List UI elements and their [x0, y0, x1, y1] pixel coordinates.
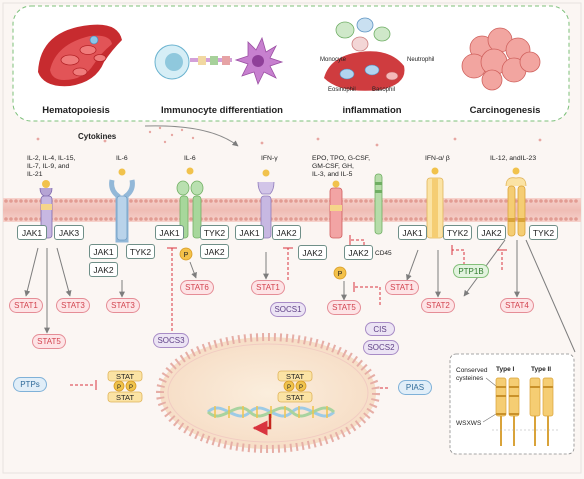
- cytokines-label: Cytokines: [78, 132, 117, 141]
- ptps-regulator: PTPs: [13, 377, 47, 392]
- neutrophil-label: Neutrophil: [407, 57, 434, 63]
- hematopoiesis-illustration: [38, 24, 122, 87]
- stat1-il2: STAT1: [9, 298, 43, 313]
- receptor-il6-a: [109, 168, 135, 243]
- stat1-ifng: STAT1: [251, 280, 285, 295]
- cytokine-dots: [36, 126, 542, 147]
- inflammation-illustration: Monocyte Neutrophil Eosinophil Basophil: [320, 17, 434, 93]
- jak2-il12: JAK2: [477, 225, 506, 240]
- stat-dimer-cytoplasm: STAT STAT P P: [107, 370, 143, 403]
- jak1-il6a: JAK1: [89, 244, 118, 259]
- receptor-label-il6-b: IL-6: [184, 155, 196, 162]
- svg-text:P: P: [184, 252, 189, 259]
- tyk2-il12: TYK2: [529, 225, 558, 240]
- receptor-label-il2-family: IL-2, IL-4, IL-15, IL-7, IL-9, and IL-21: [27, 155, 75, 178]
- receptor-label-ifn-gamma: IFN-γ: [261, 155, 278, 162]
- eosinophil-label: Eosinophil: [328, 87, 356, 93]
- process-carcinogenesis: Carcinogenesis: [470, 105, 541, 116]
- cell-membrane: [3, 198, 581, 222]
- receptor-il12-il23: [505, 167, 527, 237]
- svg-text:IL-3, and IL-5: IL-3, and IL-5: [312, 171, 353, 178]
- receptor-label-epo-family: EPO, TPO, G-CSF, GM-CSF, GH, IL-3, and I…: [312, 155, 370, 178]
- tyk2-il6a: TYK2: [126, 244, 155, 259]
- stat5-epo: STAT5: [327, 300, 361, 315]
- receptor-label-il6-a: IL-6: [116, 155, 128, 162]
- jak2-il6b: JAK2: [200, 244, 229, 259]
- monocyte-label: Monocyte: [320, 57, 347, 63]
- stat2-ifnab: STAT2: [421, 298, 455, 313]
- process-inflammation: inflammation: [342, 105, 401, 116]
- phospho-site-epo: P: [333, 266, 347, 280]
- tyk2-ifnab: TYK2: [443, 225, 472, 240]
- jak1-ifnab: JAK1: [398, 225, 427, 240]
- inset-motif-label: WSXWS: [456, 420, 482, 427]
- svg-text:EPO, TPO, G-CSF,: EPO, TPO, G-CSF,: [312, 155, 370, 162]
- inset-conserved-label: Conserved: [456, 367, 488, 374]
- svg-text:STAT: STAT: [286, 372, 304, 381]
- carcinogenesis-illustration: [461, 27, 541, 91]
- process-hematopoiesis: Hematopoiesis: [42, 105, 110, 116]
- pias-regulator: PIAS: [398, 380, 432, 395]
- stat-dimer-nucleus: STAT STAT P P: [277, 370, 313, 403]
- dna-helix: [206, 406, 336, 436]
- ptp1b-regulator: PTP1B: [453, 264, 489, 278]
- svg-text:IL-21: IL-21: [27, 171, 43, 178]
- phospho-site-il6: P: [179, 247, 193, 261]
- socs3-regulator: SOCS3: [153, 333, 189, 348]
- jak2-il6a: JAK2: [89, 262, 118, 277]
- stat3-il2: STAT3: [56, 298, 90, 313]
- jak1-il2: JAK1: [17, 225, 47, 240]
- process-immunocyte-differentiation: Immunocyte differentiation: [161, 105, 283, 116]
- inset-type2-label: Type II: [531, 366, 551, 373]
- jak3-il2: JAK3: [54, 225, 84, 240]
- svg-text:GM-CSF, GH,: GM-CSF, GH,: [312, 163, 354, 170]
- stat3-il6: STAT3: [106, 298, 140, 313]
- inset-type1-label: Type I: [496, 366, 514, 373]
- cd45-label: CD45: [375, 250, 392, 257]
- stat5-il2: STAT5: [32, 334, 66, 349]
- cis-regulator: CIS: [365, 322, 395, 336]
- nucleus: [156, 333, 380, 453]
- jak2-epo-b: JAK2: [344, 245, 373, 260]
- receptor-label-il12-il23: IL-12, andIL-23: [490, 155, 536, 162]
- immunocyte-illustration: [154, 36, 284, 86]
- svg-text:STAT: STAT: [286, 393, 304, 402]
- stat4-il12: STAT4: [500, 298, 534, 313]
- tyk2-il6b: TYK2: [200, 225, 229, 240]
- svg-text:P: P: [287, 385, 291, 391]
- svg-text:STAT: STAT: [116, 393, 134, 402]
- svg-text:IL-7, IL-9, and: IL-7, IL-9, and: [27, 163, 70, 170]
- socs1-regulator: SOCS1: [270, 302, 306, 317]
- svg-text:P: P: [338, 271, 343, 278]
- svg-text:P: P: [129, 385, 133, 391]
- top-panel-frame: [12, 5, 570, 122]
- jak2-ifng: JAK2: [272, 225, 301, 240]
- svg-text:P: P: [117, 385, 121, 391]
- jak1-il6b: JAK1: [155, 225, 184, 240]
- socs2-regulator: SOCS2: [363, 340, 399, 355]
- inset-cysteines-label: cysteines: [456, 375, 484, 382]
- jak1-ifng: JAK1: [235, 225, 264, 240]
- stat1-ifnab: STAT1: [385, 280, 419, 295]
- cd45-phosphatase: [374, 173, 383, 235]
- receptor-type-inset: Conserved cysteines Type I Type II WSXWS: [449, 353, 575, 455]
- receptor-label-ifn-alpha-beta: IFN-α/ β: [425, 155, 450, 162]
- receptor-epo-family: [329, 180, 343, 239]
- cytokine-arrow: [144, 125, 239, 147]
- svg-text:IL-2, IL-4, IL-15,: IL-2, IL-4, IL-15,: [27, 155, 75, 162]
- stat6-il6: STAT6: [180, 280, 214, 295]
- svg-text:STAT: STAT: [116, 372, 134, 381]
- basophil-label: Basophil: [372, 87, 395, 93]
- svg-text:P: P: [299, 385, 303, 391]
- jak2-epo-a: JAK2: [298, 245, 327, 260]
- receptor-ifn-alpha-beta: [426, 167, 444, 239]
